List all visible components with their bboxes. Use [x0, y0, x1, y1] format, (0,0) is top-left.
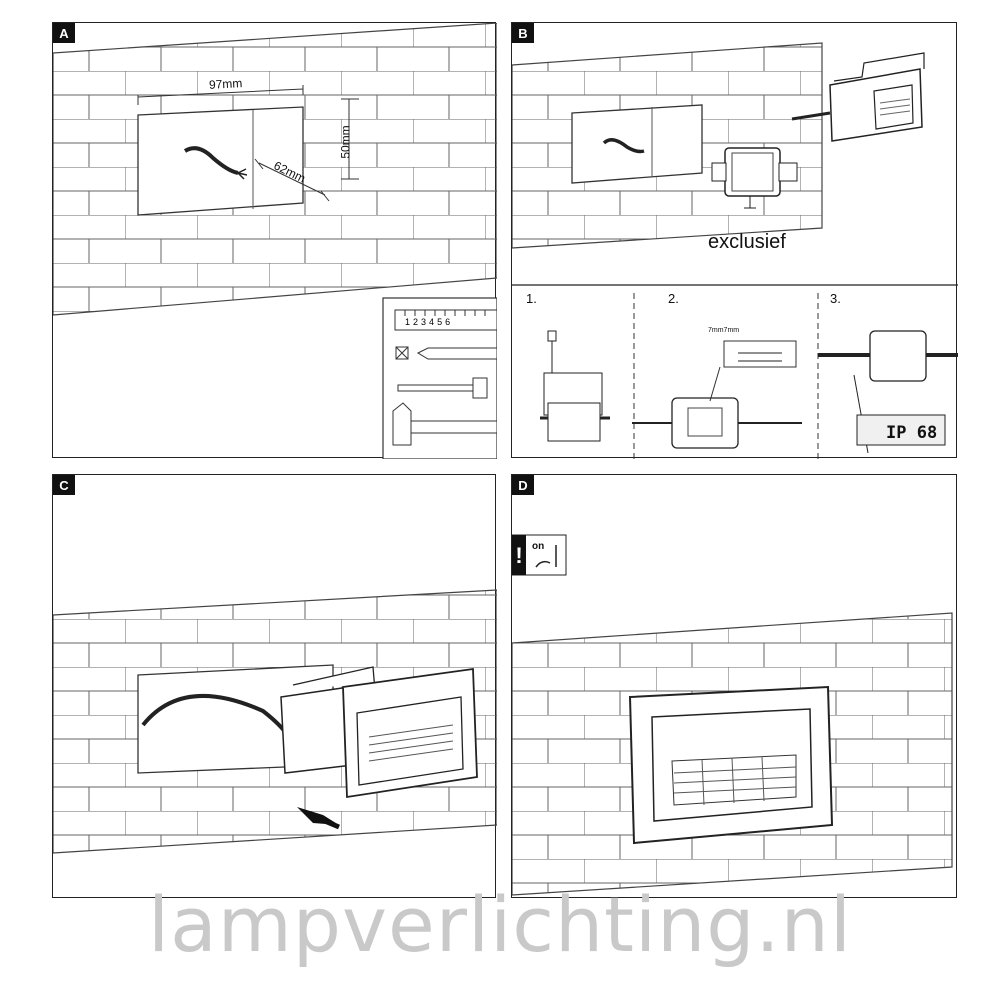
height-dimension-label: 50mm — [338, 125, 353, 159]
width-dimension-label: 97mm — [208, 76, 243, 92]
warning-on-label: on — [532, 541, 545, 552]
panel-d-drawing: ! — [512, 534, 953, 896]
panel-b-drawing — [512, 42, 958, 459]
panel-badge-c: C — [53, 475, 75, 495]
panel-d: D ! on — [511, 474, 957, 898]
ruler-digit: 1 — [405, 317, 411, 327]
step1-drawing — [540, 330, 610, 442]
junction-box — [711, 147, 798, 209]
ruler-digit: 4 — [429, 317, 435, 327]
warning-icon: ! — [515, 543, 522, 568]
panel-badge-d: D — [512, 475, 534, 495]
ruler-digit: 3 — [421, 317, 427, 327]
ruler-digit: 5 — [437, 317, 443, 327]
hammer — [392, 402, 497, 446]
panel-badge-b: B — [512, 23, 534, 43]
exclusief-note: exclusief — [708, 231, 786, 253]
ip-rating-label: IP 68 — [886, 423, 938, 443]
chisel — [397, 377, 488, 399]
wall-cutout — [137, 106, 304, 216]
wall-cutout — [571, 104, 703, 184]
cable — [183, 146, 239, 175]
step-3-label: 3. — [830, 291, 841, 306]
panel-badge-a: A — [53, 23, 75, 43]
panel-c: C — [52, 474, 497, 898]
ruler-digit: 6 — [445, 317, 451, 327]
panel-a: A 97mm 50mm 62mm 1 2 3 4 — [52, 22, 497, 459]
panel-a-drawing — [53, 23, 497, 459]
ruler — [394, 309, 497, 331]
step3-drawing — [818, 330, 958, 454]
panel-b: B — [511, 22, 958, 459]
strip-length-label: 7mm7mm — [708, 327, 740, 334]
pencil — [416, 347, 497, 360]
step-lamp-front — [628, 685, 834, 845]
step-lamp — [791, 52, 925, 142]
ruler-digit: 2 — [413, 317, 419, 327]
ruler-digits: 1 2 3 4 5 6 — [405, 317, 450, 327]
watermark-logo: lampverlichting.nl — [148, 880, 852, 969]
step-2-label: 2. — [668, 291, 679, 306]
step-1-label: 1. — [526, 291, 537, 306]
step2-drawing — [632, 340, 802, 449]
step-lamp-housing — [280, 666, 478, 799]
panel-c-drawing — [53, 589, 497, 854]
